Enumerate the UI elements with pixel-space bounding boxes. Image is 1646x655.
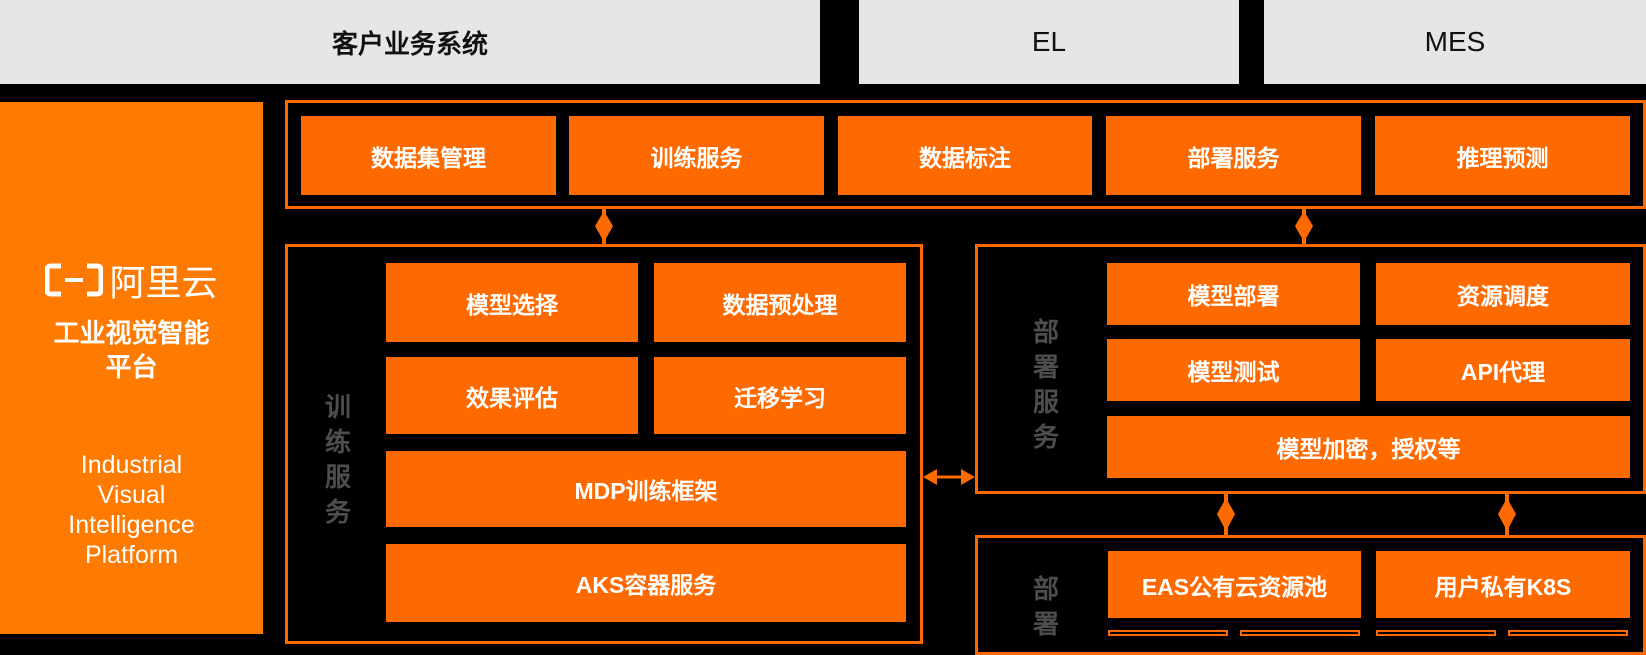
double-arrow-vertical-icon [1295, 209, 1313, 244]
top-system-mes: MES [1264, 0, 1646, 84]
tile-label: EAS公有云资源池 [1141, 573, 1328, 600]
top-system-mes-label: MES [1424, 26, 1486, 57]
label-char: 练 [324, 427, 351, 457]
tile-model-encryption: 模型加密，授权等 [1107, 416, 1630, 478]
module-label: 部署服务 [1187, 144, 1280, 171]
platform-sidebar: 阿里云 工业视觉智能 平台 Industrial Visual Intellig… [0, 102, 263, 634]
double-arrow-vertical-icon [1217, 494, 1235, 535]
resources-vertical-label: 部 署 [1018, 572, 1074, 642]
module-label: 数据集管理 [371, 144, 486, 171]
training-vertical-label: 训 练 服 务 [310, 380, 366, 540]
tile-mdp-framework: MDP训练框架 [386, 451, 906, 527]
label-char: 服 [324, 462, 351, 492]
top-system-customer-label: 客户业务系统 [331, 28, 488, 59]
top-system-customer: 客户业务系统 [0, 0, 820, 84]
tile-label: AKS容器服务 [575, 572, 717, 598]
top-system-el-label: EL [1031, 26, 1067, 57]
label-char: 署 [1032, 609, 1059, 639]
tile-label: 模型测试 [1187, 359, 1280, 385]
platform-title-cn: 工业视觉智能 平台 [0, 316, 263, 384]
tile-evaluation: 效果评估 [386, 357, 638, 434]
platform-title-cn-line2: 平台 [105, 352, 158, 382]
label-char: 训 [324, 392, 351, 422]
label-char: 署 [1032, 352, 1059, 382]
label-char: 务 [324, 497, 351, 527]
brand-logo: 阿里云 [0, 254, 263, 306]
aliyun-logo-icon [45, 263, 104, 297]
module-label: 数据标注 [919, 144, 1011, 171]
tile-model-testing: 模型测试 [1107, 339, 1360, 401]
label-char: 部 [1032, 317, 1059, 347]
tile-label: API代理 [1460, 359, 1546, 385]
deployment-vertical-label: 部 署 服 务 [1018, 310, 1074, 460]
tile-label: 模型选择 [466, 291, 558, 318]
tile-label: 模型加密，授权等 [1276, 436, 1461, 462]
tile-label: MDP训练框架 [574, 478, 718, 504]
platform-title-en-line: Industrial [80, 451, 183, 479]
tile-label: 用户私有K8S [1434, 573, 1572, 600]
tile-label: 效果评估 [466, 384, 558, 411]
tile-model-deployment: 模型部署 [1107, 263, 1360, 325]
tile-model-selection: 模型选择 [386, 263, 638, 342]
platform-title-cn-line1: 工业视觉智能 [53, 318, 210, 348]
platform-title-en: Industrial Visual Intelligence Platform [0, 450, 263, 570]
module-label: 训练服务 [650, 144, 743, 171]
subtile-outline [1240, 630, 1360, 636]
platform-title-en-line: Visual [97, 481, 166, 509]
tile-aks-container: AKS容器服务 [386, 544, 906, 622]
tile-label: 模型部署 [1187, 283, 1280, 309]
top-system-el: EL [859, 0, 1239, 84]
brand-logo-text: 阿里云 [109, 262, 218, 303]
tile-resource-scheduling: 资源调度 [1376, 263, 1630, 325]
module-deployment-service: 部署服务 [1106, 116, 1361, 195]
subtile-outline [1108, 630, 1228, 636]
module-training-service: 训练服务 [569, 116, 824, 195]
double-arrow-vertical-icon [595, 209, 613, 244]
module-dataset-management: 数据集管理 [301, 116, 556, 195]
tile-label: 迁移学习 [734, 384, 826, 411]
platform-title-en-line: Platform [84, 541, 179, 569]
label-char: 服 [1032, 387, 1059, 417]
module-data-annotation: 数据标注 [838, 116, 1092, 195]
tile-user-private-k8s: 用户私有K8S [1376, 551, 1630, 618]
module-inference: 推理预测 [1375, 116, 1630, 195]
deployment-frame [975, 244, 1646, 494]
label-char: 部 [1032, 574, 1059, 604]
tile-label: 数据预处理 [722, 291, 838, 318]
tile-transfer-learning: 迁移学习 [654, 357, 906, 434]
top-modules-frame [285, 100, 1646, 209]
subtile-outline [1508, 630, 1628, 636]
module-label: 推理预测 [1456, 144, 1549, 171]
label-char: 务 [1032, 422, 1059, 452]
tile-api-proxy: API代理 [1376, 339, 1630, 401]
tile-eas-public-pool: EAS公有云资源池 [1108, 551, 1361, 618]
double-arrow-horizontal-icon [923, 469, 975, 485]
tile-data-preprocessing: 数据预处理 [654, 263, 906, 342]
platform-title-en-line: Intelligence [68, 511, 195, 539]
tile-label: 资源调度 [1457, 283, 1549, 309]
double-arrow-vertical-icon [1498, 494, 1516, 535]
subtile-outline [1376, 630, 1496, 636]
